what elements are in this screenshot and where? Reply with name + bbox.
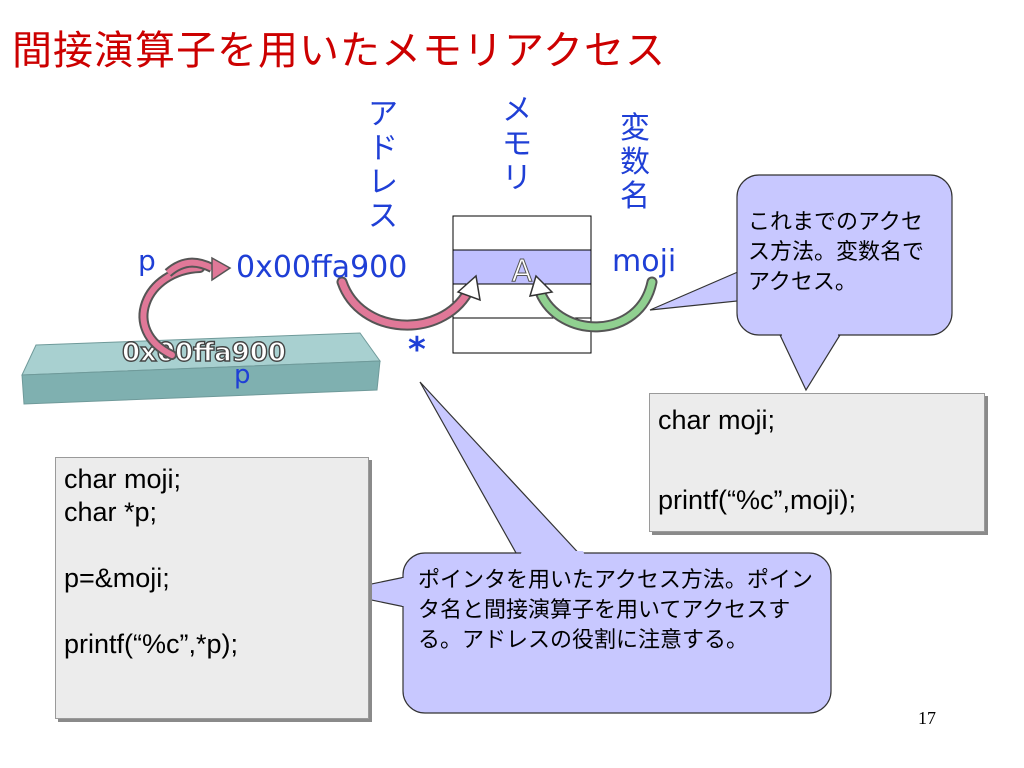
code-pointer-example: char moji; char *p; p=&moji; printf(“%c”… <box>55 457 369 719</box>
deref-operator: * <box>408 330 426 370</box>
code-direct-example: char moji; printf(“%c”,moji); <box>649 393 985 532</box>
box-pointer-name: p <box>234 360 251 390</box>
pointer-name-label: p <box>138 244 156 277</box>
var-moji-label: moji <box>612 244 677 279</box>
callout-pointer-tail-up <box>419 381 587 561</box>
green-arrow-moji <box>528 274 658 333</box>
callout-pointer-text: ポインタを用いたアクセス方法。ポインタ名と間接演算子を用いてアクセスする。アドレ… <box>418 568 813 653</box>
callout-direct-text: これまでのアクセス方法。変数名でアクセス。 <box>748 210 925 295</box>
slide-title: 間接演算子を用いたメモリアクセス <box>12 28 666 74</box>
address-value-label: 0x00ffa900 <box>236 250 408 285</box>
memory-column-label: メモリ <box>502 93 532 196</box>
page-number: 17 <box>918 708 936 728</box>
box-address-value: 0x00ffa900 <box>122 338 286 368</box>
pink-arrow-deref <box>336 274 481 331</box>
pink-arrow-pointer <box>138 256 232 360</box>
callout-direct-tail-down <box>779 334 842 392</box>
varname-column-label: 変数名 <box>620 111 650 214</box>
address-column-label: アドレス <box>368 97 398 234</box>
memory-cell-char: A <box>512 254 533 289</box>
pointer-variable-box: 0x00ffa900 <box>21 332 381 405</box>
